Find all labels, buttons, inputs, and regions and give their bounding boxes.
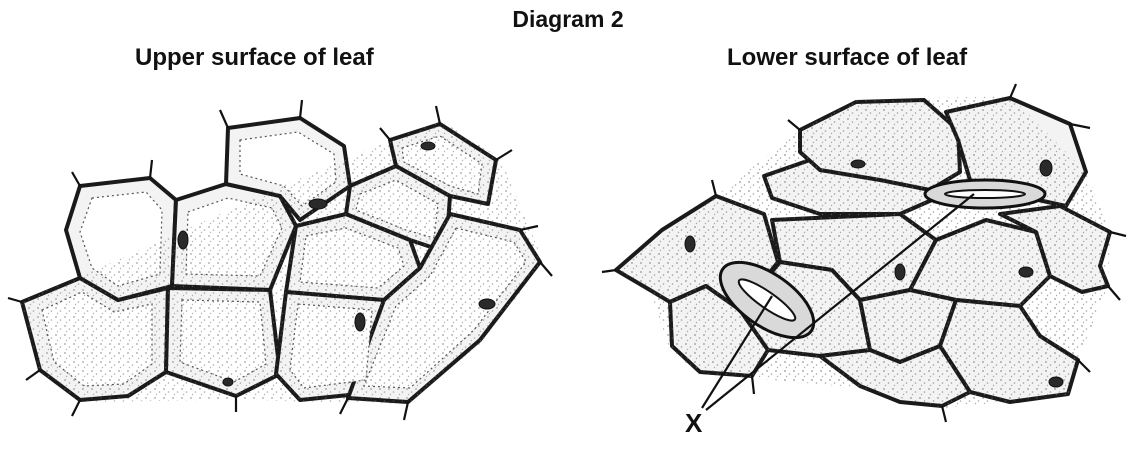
nucleus [309,199,327,209]
stoma-upper-right [925,180,1045,208]
stomatal-pore [945,190,1025,198]
nucleus [479,299,495,309]
nucleus [895,264,905,280]
nucleus [421,142,435,150]
nucleus [178,231,188,249]
nucleus [355,313,365,331]
nucleus [223,378,233,386]
nucleus [1019,267,1033,277]
nucleus [1049,377,1063,387]
label-x: X [685,408,702,439]
nucleus [685,236,695,252]
nucleus [851,160,865,168]
nucleus [1040,160,1052,176]
